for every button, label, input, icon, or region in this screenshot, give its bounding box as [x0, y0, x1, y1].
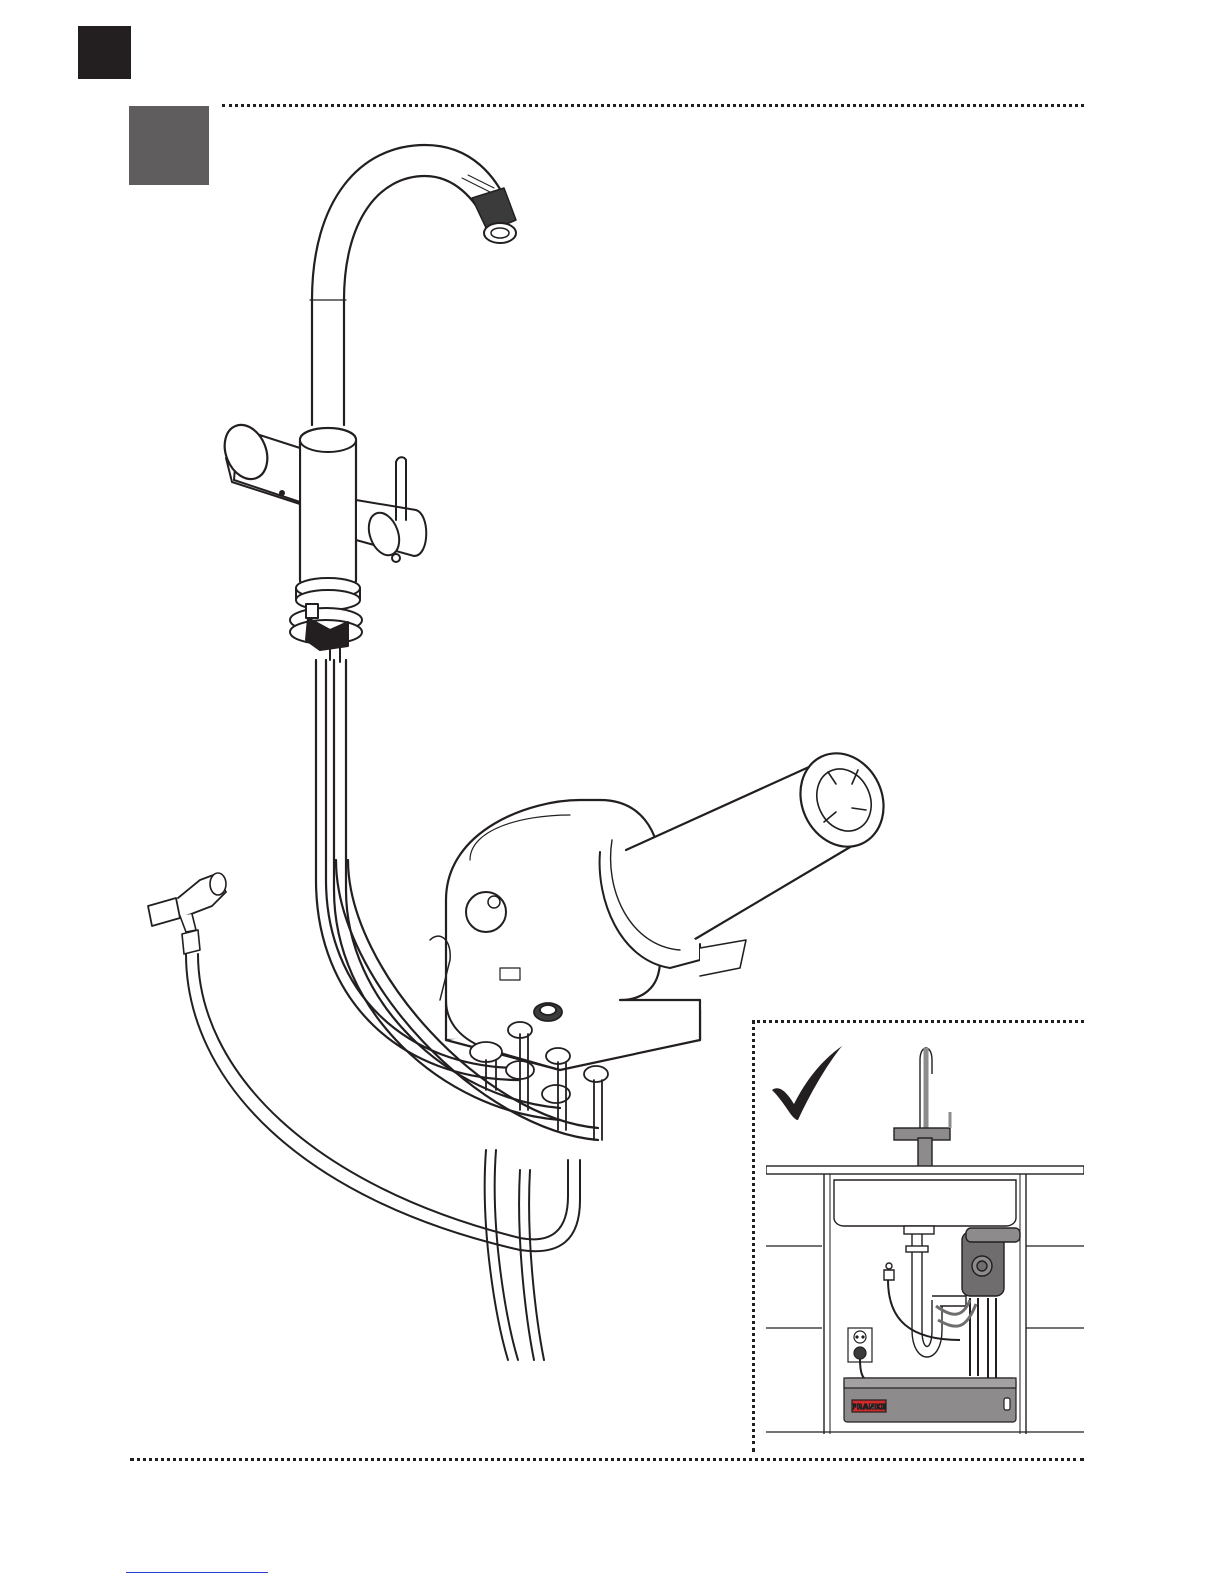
faucet-spout [310, 145, 516, 425]
top-dotted-divider [222, 104, 1084, 107]
footer-link-underline [126, 1572, 268, 1573]
checkmark-icon [772, 1046, 842, 1120]
bottom-dotted-divider [130, 1458, 1084, 1461]
faucet-base [290, 578, 362, 662]
brand-label: FRANKE [852, 1403, 887, 1411]
page-marker [78, 26, 131, 79]
drain-hoses [485, 1150, 544, 1360]
inset-tank-unit: FRANKE [844, 1378, 1016, 1422]
inset-installation-scene: FRANKE [766, 1040, 1084, 1440]
inset-mixer-tap [894, 1048, 950, 1168]
faucet-body [217, 419, 426, 592]
inset-sink-basin [834, 1180, 1016, 1226]
inset-wall-socket [848, 1328, 872, 1382]
filter-cartridge [600, 740, 899, 976]
angle-valve [148, 873, 226, 954]
